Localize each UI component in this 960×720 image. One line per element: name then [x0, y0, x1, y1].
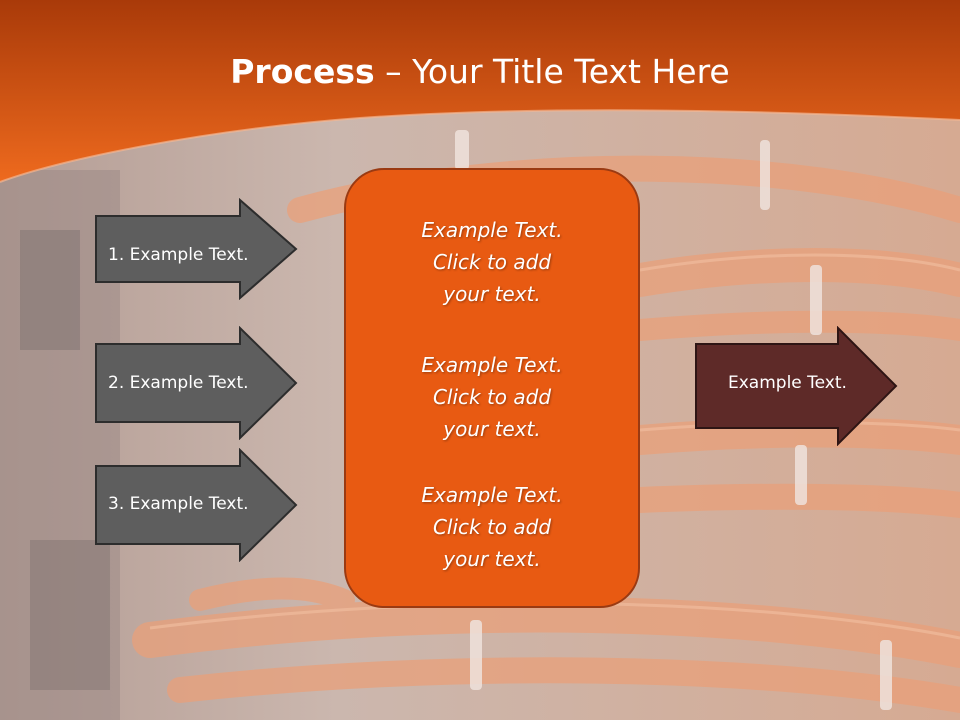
center-process-box[interactable]: Example Text. Click to add your text. Ex…	[344, 168, 640, 608]
output-arrow[interactable]	[694, 326, 900, 446]
title-rest: – Your Title Text Here	[374, 52, 730, 91]
output-label: Example Text.	[728, 373, 847, 393]
center-block-3-line-3: your text.	[443, 547, 541, 571]
center-block-1-line-3: your text.	[443, 282, 541, 306]
step-3-arrow[interactable]	[94, 448, 300, 562]
center-block-3-line-1: Example Text.	[421, 483, 563, 507]
center-block-2-line-2: Click to add	[432, 385, 552, 409]
center-block-2-line-3: your text.	[443, 417, 541, 441]
step-1-arrow[interactable]	[94, 198, 300, 300]
center-block-1-line-2: Click to add	[432, 250, 552, 274]
center-block-2-line-1: Example Text.	[421, 353, 563, 377]
step-2-label: 2. Example Text.	[108, 373, 249, 393]
center-block-2: Example Text. Click to add your text.	[346, 349, 638, 445]
slide-title: Process – Your Title Text Here	[0, 52, 960, 91]
center-block-1-line-1: Example Text.	[421, 218, 563, 242]
step-3-label: 3. Example Text.	[108, 494, 249, 514]
step-2-arrow[interactable]	[94, 326, 300, 440]
center-block-3: Example Text. Click to add your text.	[346, 479, 638, 575]
center-block-3-line-2: Click to add	[432, 515, 552, 539]
center-block-1: Example Text. Click to add your text.	[346, 214, 638, 310]
step-1-label: 1. Example Text.	[108, 245, 249, 265]
title-strong: Process	[230, 52, 375, 91]
